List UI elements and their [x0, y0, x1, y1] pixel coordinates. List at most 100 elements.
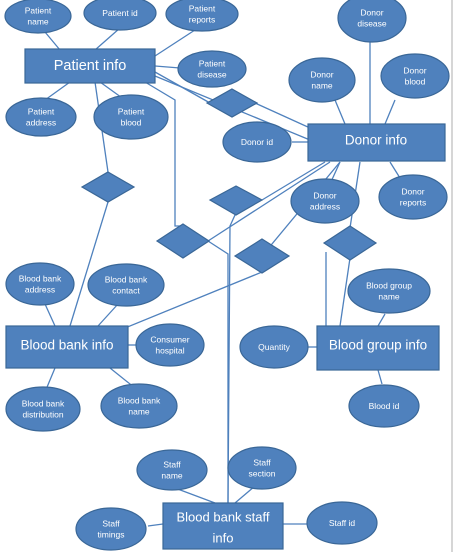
relationship-diamond-6 [322, 225, 378, 261]
entity-staff-label-line1: Blood bank staff [177, 510, 270, 525]
attribute-patient-name-text: name [27, 17, 49, 27]
line-patient-rel3 [144, 81, 182, 227]
line-staff-name [174, 487, 216, 504]
attribute-blood-id-text: Blood id [369, 401, 400, 411]
line-rel2-donor [254, 102, 311, 129]
entity-donor-info: Donor info [307, 123, 446, 162]
attribute-staff-name-text: Staff [163, 460, 181, 470]
line-bb-address [44, 303, 56, 327]
attribute-patient-blood-text: Patient [118, 107, 145, 117]
line-staff-section [234, 485, 256, 504]
line-staff-timings [147, 523, 164, 527]
attribute-bb-address-text: address [25, 285, 55, 295]
attribute-donor-blood-text: blood [405, 77, 426, 87]
line-rel4-staff [207, 240, 229, 503]
attribute-bb-name-text: name [128, 407, 150, 417]
line-donor-rel3 [261, 161, 326, 201]
entity-blood-group-label: Blood group info [329, 338, 427, 353]
attribute-patient-name-text: Patient [25, 6, 52, 16]
attribute-quantity-text: Quantity [258, 342, 290, 352]
relationship-diamond-3 [208, 185, 264, 216]
entity-blood-bank-info: Blood bank info [5, 325, 129, 369]
attribute-blood-id: Blood id [348, 384, 420, 428]
attribute-donor-address-text: address [310, 202, 340, 212]
attribute-bb-contact-text: contact [112, 286, 140, 296]
relationship-diamond-1 [80, 171, 136, 203]
attribute-bg-name-text: name [378, 292, 400, 302]
attribute-consumer-hospital-text: hospital [155, 346, 184, 356]
page-right-edge [451, 0, 453, 552]
attribute-bb-distribution-text: distribution [22, 410, 63, 420]
attribute-patient-id: Patient id [83, 0, 157, 31]
relationship-diamond-5 [233, 238, 291, 274]
line-donor-blood [384, 99, 396, 125]
line-patient-disease [154, 65, 181, 69]
line-bg-name [377, 313, 386, 327]
line-patient-address [44, 81, 71, 101]
line-patient-name [44, 31, 61, 51]
line-rel1-bloodbank [69, 201, 109, 327]
line-patient-id [94, 27, 121, 51]
attribute-donor-id-text: Donor id [241, 137, 273, 147]
line-blood-id [377, 369, 383, 385]
line-rel5-bloodbank [124, 271, 263, 329]
entity-donor-label: Donor info [345, 133, 407, 148]
line-patient-reports [154, 27, 199, 57]
attribute-staff-name-text: name [161, 471, 183, 481]
attribute-consumer-hospital-text: Consumer [150, 335, 189, 345]
attribute-patient-blood-text: blood [121, 118, 142, 128]
entity-blood-bank-staff-info: Blood bank staff info [162, 502, 284, 550]
attribute-patient-disease-text: Patient [199, 59, 226, 69]
relationship-diamond-4 [155, 223, 211, 259]
entity-patient-label: Patient info [54, 58, 127, 74]
attribute-bg-name-text: Blood group [366, 281, 412, 291]
line-donor-rel4 [207, 161, 331, 242]
attribute-patient-reports-text: Patient [189, 4, 216, 14]
attribute-donor-reports-text: Donor [401, 187, 424, 197]
line-donor-name [334, 99, 346, 125]
attribute-bb-name-text: Blood bank [118, 396, 161, 406]
entity-blood-group-info: Blood group info [316, 325, 440, 371]
attribute-bb-address-text: Blood bank [19, 274, 62, 284]
attribute-donor-reports-text: reports [400, 198, 426, 208]
entity-staff-label-line2: info [213, 531, 234, 546]
attribute-patient-address-text: address [26, 118, 56, 128]
attribute-staff-section-text: Staff [253, 458, 271, 468]
relationship-diamond-2 [205, 88, 259, 118]
attribute-staff-timings-text: Staff [102, 519, 120, 529]
attribute-patient-reports-text: reports [189, 15, 215, 25]
attribute-quantity: Quantity [239, 325, 309, 369]
line-bb-contact [97, 303, 119, 327]
attribute-donor-name-text: name [311, 81, 333, 91]
attribute-donor-id: Donor id [222, 121, 292, 163]
attribute-donor-name-text: Donor [310, 70, 333, 80]
line-rel3-staff [227, 214, 236, 504]
attribute-patient-disease-text: disease [197, 70, 227, 80]
attribute-donor-disease-text: disease [357, 19, 387, 29]
attribute-donor-address-text: Donor [313, 191, 336, 201]
attribute-bb-distribution-text: Blood bank [22, 399, 65, 409]
attribute-staff-id: Staff id [306, 501, 378, 545]
relationships [80, 88, 378, 274]
attribute-staff-id-text: Staff id [329, 518, 356, 528]
